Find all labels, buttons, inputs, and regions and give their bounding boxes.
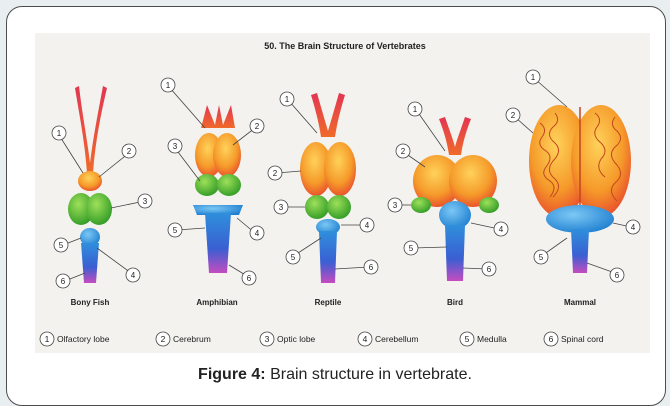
svg-text:1: 1 <box>413 105 418 114</box>
svg-text:5: 5 <box>291 253 296 262</box>
animal-name-mammal: Mammal <box>564 298 596 307</box>
svg-text:6: 6 <box>487 265 492 274</box>
legend-num-1: 1 <box>45 334 50 344</box>
svg-text:1: 1 <box>285 95 290 104</box>
svg-text:5: 5 <box>409 244 414 253</box>
legend-label-spinal: Spinal cord <box>561 334 604 344</box>
svg-text:6: 6 <box>61 277 66 286</box>
svg-text:3: 3 <box>393 201 398 210</box>
svg-text:2: 2 <box>511 111 516 120</box>
reptile-brain <box>300 93 356 283</box>
svg-text:1: 1 <box>166 81 171 90</box>
svg-text:4: 4 <box>255 229 260 238</box>
svg-text:2: 2 <box>401 147 406 156</box>
svg-text:1: 1 <box>531 73 536 82</box>
svg-text:5: 5 <box>59 241 64 250</box>
svg-text:3: 3 <box>143 197 148 206</box>
legend-label-cerebrum: Cerebrum <box>173 334 211 344</box>
svg-text:5: 5 <box>173 226 178 235</box>
legend-num-6: 6 <box>549 334 554 344</box>
svg-text:3: 3 <box>173 142 178 151</box>
amphibian-brain <box>193 105 243 273</box>
svg-text:4: 4 <box>365 221 370 230</box>
animal-name-reptile: Reptile <box>315 298 342 307</box>
legend: 1 2 3 4 5 6 Olfactory lobe Cerebrum Opti… <box>40 332 604 346</box>
mammal-brain <box>529 105 631 273</box>
svg-text:6: 6 <box>369 263 374 272</box>
animal-name-bird: Bird <box>447 298 463 307</box>
svg-text:5: 5 <box>539 253 544 262</box>
brain-diagram: 50. The Brain Structure of Vertebrates 1… <box>35 33 650 353</box>
svg-text:2: 2 <box>255 122 260 131</box>
diagram-title: 50. The Brain Structure of Vertebrates <box>264 41 426 51</box>
svg-text:2: 2 <box>273 169 278 178</box>
animal-name-fish: Bony Fish <box>71 298 110 307</box>
svg-text:4: 4 <box>631 223 636 232</box>
figure-caption: Figure 4: Brain structure in vertebrate. <box>0 366 670 384</box>
legend-num-5: 5 <box>465 334 470 344</box>
legend-num-3: 3 <box>265 334 270 344</box>
legend-num-4: 4 <box>363 334 368 344</box>
legend-label-olfactory: Olfactory lobe <box>57 334 110 344</box>
svg-text:2: 2 <box>127 147 132 156</box>
svg-text:4: 4 <box>499 225 504 234</box>
svg-text:6: 6 <box>247 274 252 283</box>
legend-label-optic: Optic lobe <box>277 334 316 344</box>
svg-text:6: 6 <box>615 271 620 280</box>
animal-name-amphibian: Amphibian <box>196 298 237 307</box>
svg-text:3: 3 <box>279 203 284 212</box>
svg-text:4: 4 <box>131 271 136 280</box>
fish-brain <box>68 86 112 283</box>
caption-text: Brain structure in vertebrate. <box>270 366 472 383</box>
legend-label-cerebellum: Cerebellum <box>375 334 418 344</box>
bird-brain <box>411 117 499 281</box>
caption-label: Figure 4: <box>198 366 266 383</box>
svg-text:1: 1 <box>57 129 62 138</box>
legend-label-medulla: Medulla <box>477 334 507 344</box>
legend-num-2: 2 <box>161 334 166 344</box>
